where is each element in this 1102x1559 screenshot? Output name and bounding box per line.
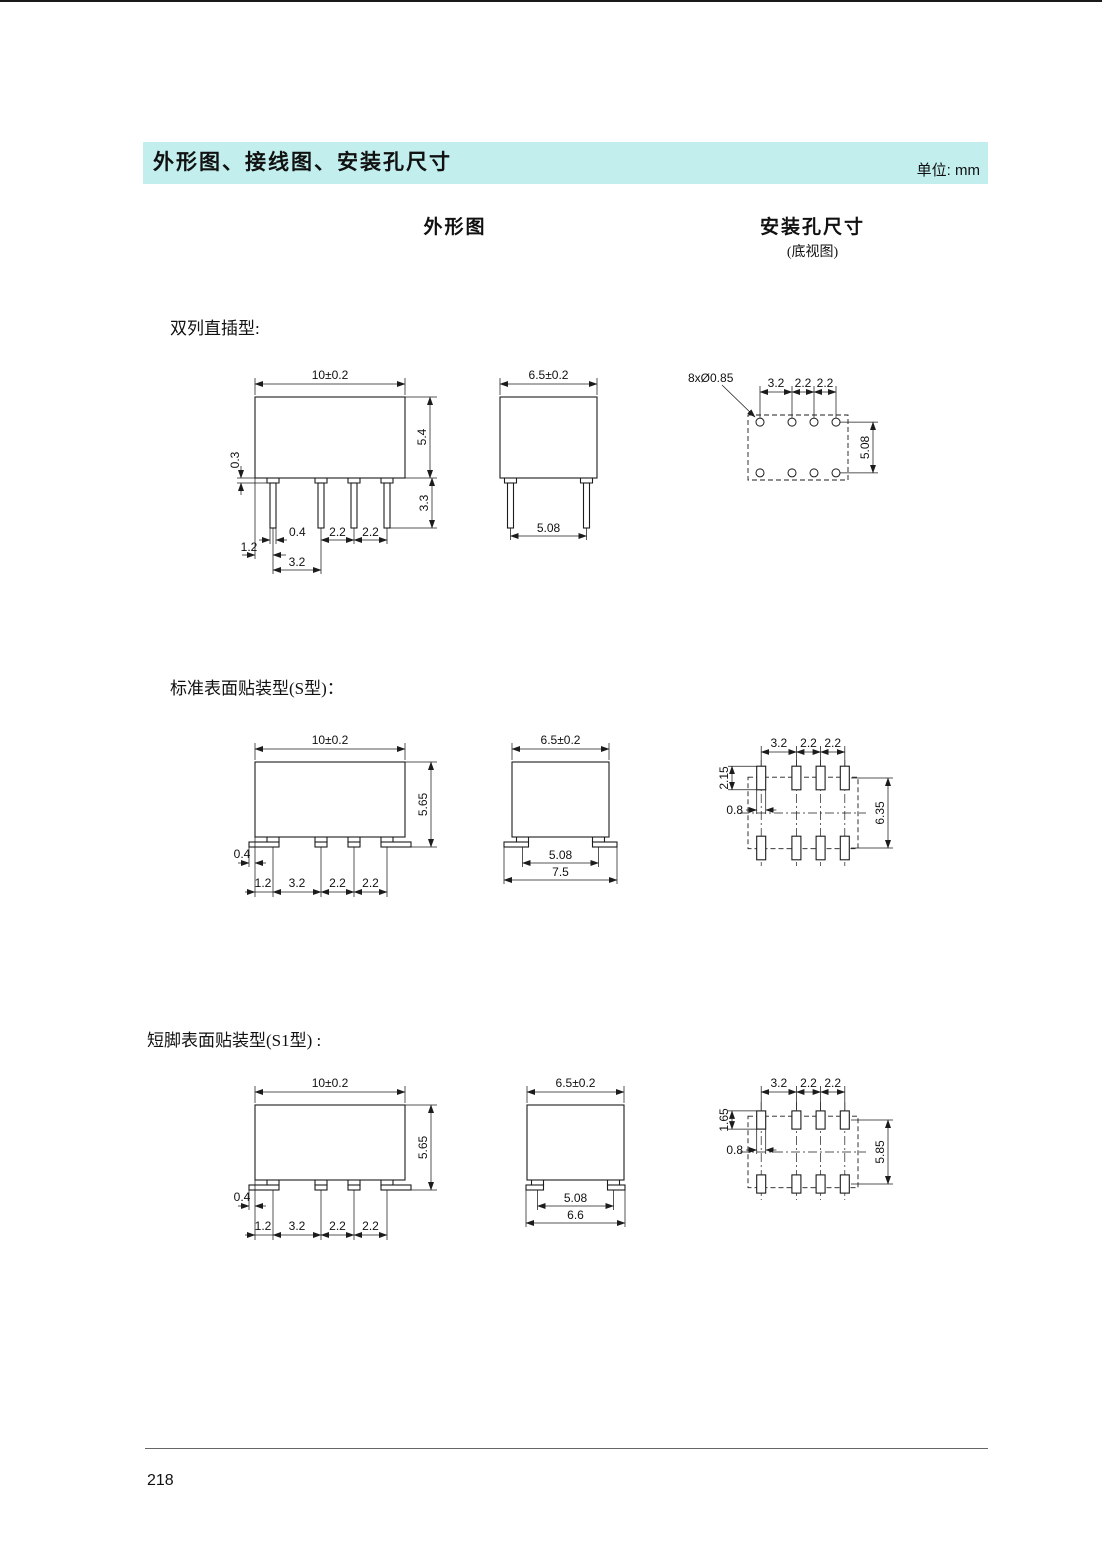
dim-hole-pitch3: 2.2 xyxy=(817,376,834,390)
dim-margin: 1.2 xyxy=(255,1219,272,1233)
dim-pad-pitch1: 3.2 xyxy=(770,1076,787,1090)
dim-pad-width: 0.8 xyxy=(726,803,743,817)
dim-pad-pitch3: 2.2 xyxy=(824,736,841,750)
dim-hole-row-span: 5.08 xyxy=(858,435,872,459)
footer-rule xyxy=(145,1448,988,1449)
dim-standoff: 0.3 xyxy=(228,451,242,468)
dim-body-depth: 6.5±0.2 xyxy=(556,1076,596,1090)
dim-pad-width: 0.8 xyxy=(726,1143,743,1157)
dip-front-view-drawing: 10±0.2 5.4 3.3 0.3 0.4 xyxy=(228,368,437,574)
dim-total-height: 5.65 xyxy=(416,792,430,816)
column-header-mounting-sub: (底视图) xyxy=(786,245,839,260)
smt-s-side-view-drawing: 6.5±0.2 5.08 7.5 xyxy=(503,733,618,884)
column-header-mounting: 安装孔尺寸 xyxy=(759,217,865,238)
dim-pitch3: 2.2 xyxy=(362,1219,379,1233)
dim-pitch2: 2.2 xyxy=(329,876,346,890)
smt-s-front-view-drawing: 10±0.2 5.65 0.4 1.2 3.2 2.2 2.2 xyxy=(234,733,437,897)
dim-body-depth: 6.5±0.2 xyxy=(541,733,581,747)
dim-pitch3: 2.2 xyxy=(362,525,379,539)
dim-body-width: 10±0.2 xyxy=(312,368,349,382)
dim-pitch3: 2.2 xyxy=(362,876,379,890)
dim-pin-length: 3.3 xyxy=(417,494,431,511)
section-label-smt-s1: 短脚表面贴装型(S1型) : xyxy=(147,1031,322,1050)
dim-pad-pitch2: 2.2 xyxy=(800,1076,817,1090)
dim-pitch2: 2.2 xyxy=(329,525,346,539)
dim-body-width: 10±0.2 xyxy=(312,1076,349,1090)
header-bar: 外形图、接线图、安装孔尺寸 单位: mm xyxy=(143,142,988,184)
column-header-outline: 外形图 xyxy=(423,217,487,238)
dip-side-view-drawing: 6.5±0.2 5.08 xyxy=(499,368,598,540)
dim-pad-row-span: 5.85 xyxy=(873,1140,887,1164)
dip-mounting-holes-drawing: 8xØ0.85 3.2 2.2 2.2 5.08 xyxy=(688,371,878,481)
unit-label: 单位: mm xyxy=(916,162,980,179)
smt-s1-front-view-drawing: 10±0.2 5.65 0.4 1.2 3.2 2.2 2.2 xyxy=(234,1076,437,1240)
dim-foot-overhang: 0.4 xyxy=(234,1190,251,1204)
dim-pad-height: 2.15 xyxy=(717,766,731,790)
dim-foot-span: 6.6 xyxy=(567,1208,584,1222)
dim-pad-pitch2: 2.2 xyxy=(800,736,817,750)
section-label-smt-s: 标准表面贴装型(S型)： xyxy=(170,679,344,698)
dim-pad-pitch1: 3.2 xyxy=(770,736,787,750)
dim-hole-pitch1: 3.2 xyxy=(768,376,785,390)
dim-foot-overhang: 0.4 xyxy=(234,847,251,861)
dim-pad-height: 1.65 xyxy=(717,1108,731,1132)
dim-pad-pitch3: 2.2 xyxy=(824,1076,841,1090)
page-number: 218 xyxy=(147,1472,174,1489)
dim-row-span: 5.08 xyxy=(537,521,561,535)
dim-pin-width: 0.4 xyxy=(289,525,306,539)
dim-row-span: 5.08 xyxy=(564,1191,588,1205)
dim-total-height: 5.65 xyxy=(416,1135,430,1159)
smt-s1-side-view-drawing: 6.5±0.2 5.08 6.6 xyxy=(525,1076,626,1227)
dim-body-width: 10±0.2 xyxy=(312,733,349,747)
dim-body-depth: 6.5±0.2 xyxy=(529,368,569,382)
dim-pitch1: 3.2 xyxy=(289,876,306,890)
dim-row-span: 5.08 xyxy=(549,848,573,862)
page-title: 外形图、接线图、安装孔尺寸 xyxy=(153,151,452,174)
dim-pitch1: 3.2 xyxy=(289,555,306,569)
dim-margin: 1.2 xyxy=(255,876,272,890)
dim-margin: 1.2 xyxy=(241,540,258,554)
dim-hole-pitch2: 2.2 xyxy=(795,376,812,390)
dim-foot-span: 7.5 xyxy=(552,865,569,879)
dim-pitch1: 3.2 xyxy=(289,1219,306,1233)
smt-s-pad-layout-drawing: 3.2 2.2 2.2 2.15 0.8 6.35 xyxy=(717,736,893,866)
dim-pad-row-span: 6.35 xyxy=(873,801,887,825)
dim-pitch2: 2.2 xyxy=(329,1219,346,1233)
section-label-dip: 双列直插型: xyxy=(170,319,260,338)
holes-callout: 8xØ0.85 xyxy=(688,371,734,385)
dim-body-height: 5.4 xyxy=(415,428,429,445)
smt-s1-pad-layout-drawing: 3.2 2.2 2.2 1.65 0.8 5.85 xyxy=(717,1076,893,1200)
